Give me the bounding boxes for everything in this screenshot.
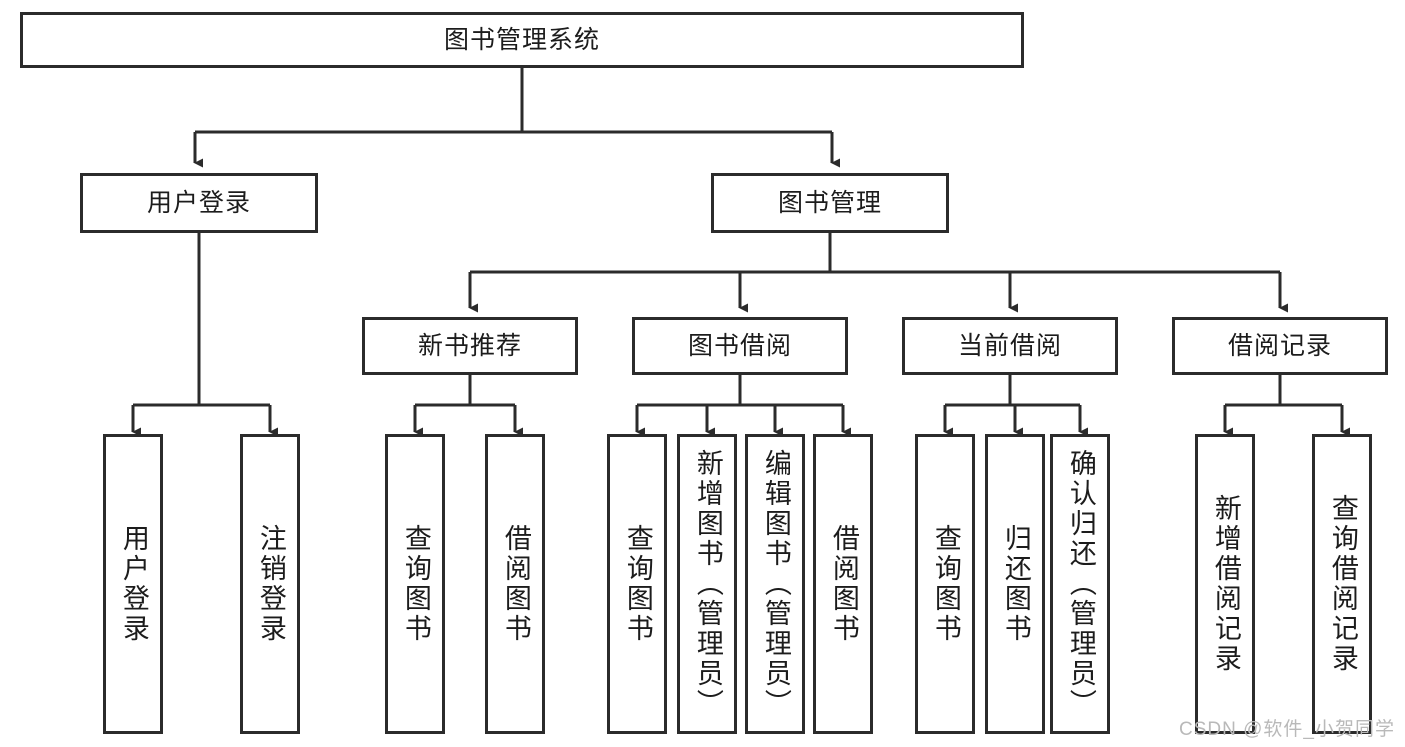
node-leaf-borrow-query-book[interactable]: 查询图书 xyxy=(607,434,667,734)
node-leaf-user-login[interactable]: 用户登录 xyxy=(103,434,163,734)
node-borrow-records[interactable]: 借阅记录 xyxy=(1172,317,1388,375)
node-leaf-add-book-admin[interactable]: 新增图书（管理员） xyxy=(677,434,737,734)
node-book-borrow[interactable]: 图书借阅 xyxy=(632,317,848,375)
node-leaf-query-borrow-record[interactable]: 查询借阅记录 xyxy=(1312,434,1372,734)
node-leaf-current-query-book-label: 查询图书 xyxy=(930,524,961,644)
node-user-login-label: 用户登录 xyxy=(146,189,251,217)
node-leaf-return-book-label: 归还图书 xyxy=(1000,524,1031,644)
node-leaf-recommend-borrow-book-label: 借阅图书 xyxy=(500,524,531,644)
node-leaf-logout[interactable]: 注销登录 xyxy=(240,434,300,734)
node-leaf-return-book[interactable]: 归还图书 xyxy=(985,434,1045,734)
node-root-label: 图书管理系统 xyxy=(443,26,600,54)
node-leaf-recommend-query-book-label: 查询图书 xyxy=(400,524,431,644)
node-leaf-query-borrow-record-label: 查询借阅记录 xyxy=(1327,494,1358,674)
node-user-login[interactable]: 用户登录 xyxy=(80,173,318,233)
node-root[interactable]: 图书管理系统 xyxy=(20,12,1024,68)
node-current-borrow-label: 当前借阅 xyxy=(957,332,1062,360)
watermark: CSDN @软件_小贺同学 xyxy=(1179,719,1395,740)
node-leaf-current-query-book[interactable]: 查询图书 xyxy=(915,434,975,734)
node-leaf-borrow-book-label: 借阅图书 xyxy=(828,524,859,644)
node-leaf-add-borrow-record[interactable]: 新增借阅记录 xyxy=(1195,434,1255,734)
node-borrow-records-label: 借阅记录 xyxy=(1227,332,1332,360)
node-leaf-edit-book-admin-label: 编辑图书（管理员） xyxy=(760,449,791,719)
node-leaf-borrow-book[interactable]: 借阅图书 xyxy=(813,434,873,734)
node-new-book-recommend[interactable]: 新书推荐 xyxy=(362,317,578,375)
node-current-borrow[interactable]: 当前借阅 xyxy=(902,317,1118,375)
node-leaf-user-login-label: 用户登录 xyxy=(118,524,149,644)
node-new-book-recommend-label: 新书推荐 xyxy=(417,332,522,360)
node-book-management[interactable]: 图书管理 xyxy=(711,173,949,233)
node-leaf-confirm-return-admin-label: 确认归还（管理员） xyxy=(1065,449,1096,719)
node-leaf-edit-book-admin[interactable]: 编辑图书（管理员） xyxy=(745,434,805,734)
node-leaf-logout-label: 注销登录 xyxy=(255,524,286,644)
node-leaf-confirm-return-admin[interactable]: 确认归还（管理员） xyxy=(1050,434,1110,734)
node-book-management-label: 图书管理 xyxy=(777,189,882,217)
node-leaf-recommend-query-book[interactable]: 查询图书 xyxy=(385,434,445,734)
node-leaf-add-book-admin-label: 新增图书（管理员） xyxy=(692,449,723,719)
node-leaf-borrow-query-book-label: 查询图书 xyxy=(622,524,653,644)
node-book-borrow-label: 图书借阅 xyxy=(687,332,792,360)
node-leaf-add-borrow-record-label: 新增借阅记录 xyxy=(1210,494,1241,674)
node-leaf-recommend-borrow-book[interactable]: 借阅图书 xyxy=(485,434,545,734)
